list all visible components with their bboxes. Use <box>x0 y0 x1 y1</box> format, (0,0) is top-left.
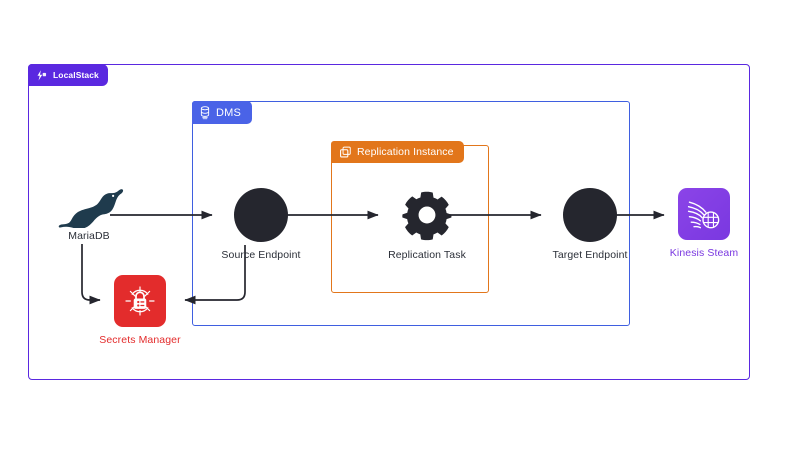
copy-layers-icon <box>339 146 352 159</box>
node-mariadb[interactable]: MariaDB <box>50 186 128 242</box>
group-badge-dms: DMS <box>192 101 253 124</box>
database-icon <box>199 105 211 120</box>
node-kinesis-stream[interactable]: Kinesis Steam <box>669 188 739 259</box>
group-badge-localstack-label: LocalStack <box>53 70 99 80</box>
gear-icon <box>400 188 454 242</box>
node-kinesis-stream-label: Kinesis Steam <box>669 247 739 259</box>
localstack-logo-icon <box>35 69 48 82</box>
node-source-endpoint[interactable]: Source Endpoint <box>217 188 305 261</box>
group-badge-replication-instance-label: Replication Instance <box>357 146 454 158</box>
node-replication-task[interactable]: Replication Task <box>383 188 471 261</box>
endpoint-circle-icon <box>563 188 617 242</box>
node-replication-task-label: Replication Task <box>388 249 466 261</box>
group-badge-dms-label: DMS <box>216 106 242 119</box>
padlock-icon <box>114 275 166 327</box>
node-secrets-manager[interactable]: Secrets Manager <box>99 275 181 346</box>
node-mariadb-label: MariaDB <box>68 230 110 242</box>
node-target-endpoint-label: Target Endpoint <box>552 249 628 261</box>
node-secrets-manager-label: Secrets Manager <box>99 334 181 346</box>
endpoint-circle-icon <box>234 188 288 242</box>
group-badge-replication-instance: Replication Instance <box>331 141 464 163</box>
group-box-localstack <box>28 64 750 380</box>
node-source-endpoint-label: Source Endpoint <box>221 249 301 261</box>
group-box-dms <box>192 101 630 326</box>
mariadb-seal-icon <box>53 186 125 228</box>
node-target-endpoint[interactable]: Target Endpoint <box>546 188 634 261</box>
group-badge-localstack: LocalStack <box>28 64 108 86</box>
kinesis-stream-icon <box>678 188 730 240</box>
